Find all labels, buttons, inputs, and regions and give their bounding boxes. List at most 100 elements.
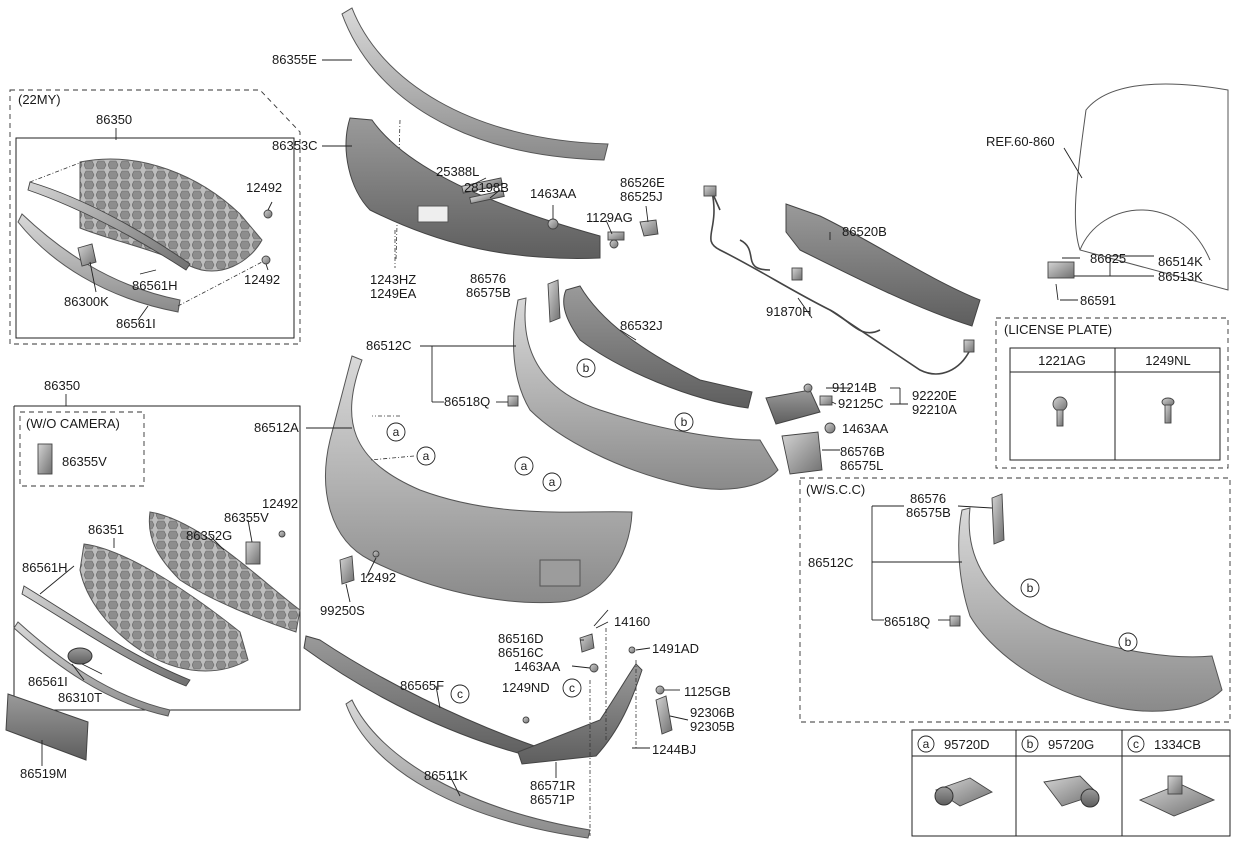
- leader-lines: [39, 59, 1154, 797]
- label-92305b: 92305B: [690, 719, 735, 734]
- box-86350-outline: [14, 405, 301, 711]
- nut-1334cb-icon: [1138, 775, 1216, 817]
- label-86561h-22my: 86561H: [132, 278, 178, 293]
- label-86512a: 86512A: [254, 420, 299, 435]
- label-1463aa-top: 1463AA: [530, 186, 577, 201]
- label-86571r: 86571R: [530, 778, 576, 793]
- svg-text:1334CB: 1334CB: [1154, 737, 1201, 752]
- legend-b: b 95720G: [1021, 735, 1094, 753]
- label-86351: 86351: [88, 522, 124, 537]
- svg-text:c: c: [1133, 737, 1139, 751]
- svg-text:a: a: [521, 459, 528, 473]
- label-86625: 86625: [1090, 251, 1126, 266]
- label-86575l: 86575L: [840, 458, 883, 473]
- garnish-86571r: [517, 663, 643, 765]
- emblem-86310t: [67, 647, 93, 665]
- bracket-86355v: [245, 530, 286, 565]
- label-86310t: 86310T: [58, 690, 102, 705]
- svg-text:b: b: [681, 415, 688, 429]
- legend-table: [911, 729, 1231, 837]
- box-wscc: [799, 477, 1231, 723]
- bolt-1129ag: [607, 231, 625, 249]
- wire-14160: [593, 609, 609, 627]
- label-92210a: 92210A: [912, 402, 957, 417]
- screw-1249nd: [522, 716, 530, 724]
- plate-col2-header: 1249NL: [1145, 353, 1191, 368]
- label-86352g: 86352G: [186, 528, 232, 543]
- screw-1221ag-icon: [1052, 396, 1068, 427]
- screw-1249nl-icon: [1161, 397, 1175, 424]
- svg-text:a: a: [423, 449, 430, 463]
- svg-text:c: c: [569, 681, 575, 695]
- sensor-95720g-icon: [1043, 775, 1100, 808]
- callout-b-1: b: [576, 358, 596, 378]
- dashed-guides: [29, 161, 637, 836]
- label-1491ad: 1491AD: [652, 641, 699, 656]
- label-86525j: 86525J: [620, 189, 663, 204]
- label-92306b: 92306B: [690, 705, 735, 720]
- callout-a-4: a: [542, 472, 562, 492]
- label-86520b: 86520B: [842, 224, 887, 239]
- label-1129ag: 1129AG: [586, 210, 633, 225]
- label-86576: 86576: [470, 271, 506, 286]
- label-86300k: 86300K: [64, 294, 109, 309]
- svg-text:b: b: [1125, 635, 1132, 649]
- bracket-86576b: [781, 431, 823, 475]
- label-1243hz: 1243HZ: [370, 272, 416, 287]
- bumper-86512c: [513, 297, 779, 490]
- label-86518q: 86518Q: [444, 394, 490, 409]
- label-86514k: 86514K: [1158, 254, 1203, 269]
- label-86561i-22my: 86561I: [116, 316, 156, 331]
- bumper-cover-86512a: [325, 355, 633, 604]
- nut-86526e: [639, 219, 659, 237]
- legend-c: c 1334CB: [1127, 735, 1201, 753]
- clip-1463aa-low: [589, 663, 599, 673]
- label-86512c: 86512C: [366, 338, 412, 353]
- clip-12492-22my: [261, 209, 273, 265]
- label-1249ea: 1249EA: [370, 286, 417, 301]
- callout-a-2: a: [416, 446, 436, 466]
- callout-b-4: b: [1118, 632, 1138, 652]
- label-1249nd: 1249ND: [502, 680, 550, 695]
- box-22my-inner: [15, 137, 295, 339]
- callout-a-3: a: [514, 456, 534, 476]
- absorber-86520b: [785, 203, 981, 327]
- bracket-99250s: [339, 550, 380, 585]
- moulding-86561h: [21, 585, 191, 687]
- label-1244bj: 1244BJ: [652, 742, 696, 757]
- label-86532j: 86532J: [620, 318, 663, 333]
- label-1463aa-right: 1463AA: [842, 421, 889, 436]
- label-86350-22my: 86350: [96, 112, 132, 127]
- clip-1463aa-top: [547, 205, 559, 230]
- box-22my: [9, 89, 301, 345]
- callout-b-3: b: [1020, 578, 1040, 598]
- label-86561i: 86561I: [28, 674, 68, 689]
- header-22my: (22MY): [18, 92, 61, 107]
- svg-text:95720G: 95720G: [1048, 737, 1094, 752]
- label-86519m: 86519M: [20, 766, 67, 781]
- plate-bracket-86519m: [5, 693, 89, 761]
- grille-86352g: [148, 511, 301, 633]
- svg-text:a: a: [393, 425, 400, 439]
- callout-c-2: c: [562, 678, 582, 698]
- fender-ref: [1074, 83, 1229, 291]
- clip-86518q-wscc: [949, 615, 961, 627]
- carrier-86353c: [345, 117, 601, 259]
- bumper-86512c-wscc: [958, 507, 1223, 712]
- header-wo-camera: (W/O CAMERA): [26, 416, 120, 431]
- sensor-95720d-icon: [934, 777, 993, 807]
- label-86511k: 86511K: [424, 768, 468, 783]
- legend-a: a 95720D: [917, 735, 990, 753]
- moulding-86561i: [13, 621, 171, 717]
- grille-86351: [79, 543, 249, 672]
- label-86355v: 86355V: [224, 510, 269, 525]
- clip-86518q: [507, 395, 519, 407]
- clip-1463aa-right: [824, 422, 836, 434]
- moulding-86561h-22my: [27, 181, 191, 271]
- label-86355e: 86355E: [272, 52, 317, 67]
- camera-86300k: [77, 243, 97, 267]
- label-86350: 86350: [44, 378, 80, 393]
- callout-a-1: a: [386, 422, 406, 442]
- svg-text:c: c: [457, 687, 463, 701]
- label-25388l: 25388L: [436, 164, 479, 179]
